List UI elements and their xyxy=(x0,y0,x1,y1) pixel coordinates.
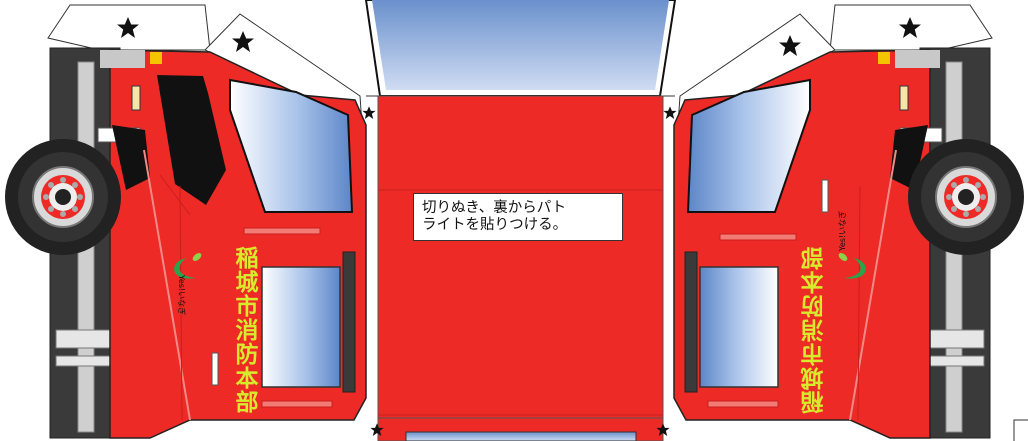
right-cab xyxy=(656,4,1025,439)
left-logo-text: Yes!いなぎ xyxy=(177,275,186,316)
star-icon xyxy=(362,106,376,119)
left-cab xyxy=(4,4,384,439)
right-door-lettering: 稲城市消防本部 xyxy=(802,246,828,414)
logo-swoosh-icon xyxy=(174,258,196,279)
corner-mark xyxy=(1013,419,1028,441)
cutout-instruction: 切りぬき、裏からパト ライトを貼りつける。 xyxy=(413,193,623,241)
left-door-lettering: 稲城市消防本部 xyxy=(231,246,257,414)
star-icon xyxy=(663,106,677,119)
wheel-icon xyxy=(4,138,122,256)
instruction-line-1: 切りぬき、裏からパト xyxy=(422,200,567,216)
instruction-line-2: ライトを貼りつける。 xyxy=(422,217,568,233)
right-logo-text: Yes!いなぎ xyxy=(838,210,847,251)
wheel-icon xyxy=(907,138,1025,256)
